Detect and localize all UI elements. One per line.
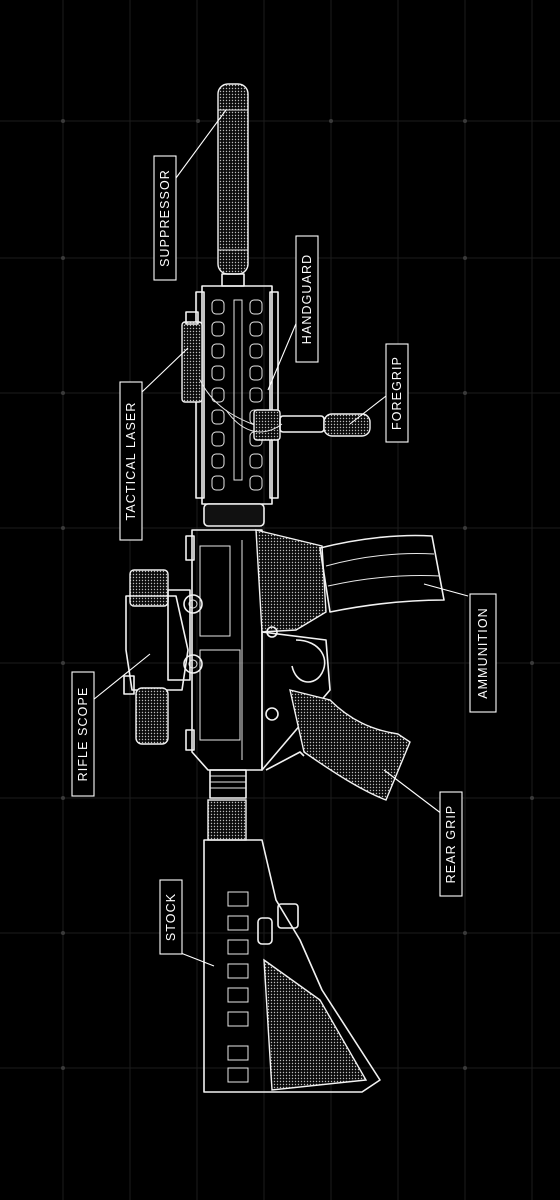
label-tactical-laser: TACTICAL LASER (119, 381, 143, 541)
stock-part (203, 839, 381, 1093)
receiver-part (185, 529, 331, 771)
rifle-illustration (123, 83, 445, 1093)
label-handguard-text: HANDGUARD (300, 254, 314, 344)
foregrip-part (225, 409, 371, 441)
label-rear-grip: REAR GRIP (439, 791, 463, 897)
rifle-scope-part (123, 569, 203, 745)
label-rifle-scope-text: RIFLE SCOPE (76, 687, 90, 782)
label-suppressor-text: SUPPRESSOR (158, 169, 172, 267)
label-rear-grip-text: REAR GRIP (444, 805, 458, 884)
label-tactical-laser-text: TACTICAL LASER (124, 402, 138, 521)
label-foregrip-text: FOREGRIP (390, 356, 404, 430)
scope-mount-ring (183, 594, 203, 674)
label-suppressor: SUPPRESSOR (153, 155, 177, 281)
label-foregrip: FOREGRIP (385, 343, 409, 443)
label-ammunition: AMMUNITION (469, 593, 497, 713)
handguard-part (195, 285, 279, 527)
label-stock-text: STOCK (164, 893, 178, 941)
label-ammunition-text: AMMUNITION (476, 607, 490, 699)
magazine-part (319, 534, 445, 613)
suppressor-part (217, 83, 249, 287)
buffer-tube-part (207, 769, 247, 841)
rear-grip-part (265, 689, 411, 801)
label-handguard: HANDGUARD (295, 235, 319, 363)
label-stock: STOCK (159, 879, 183, 955)
label-rifle-scope: RIFLE SCOPE (71, 671, 95, 797)
